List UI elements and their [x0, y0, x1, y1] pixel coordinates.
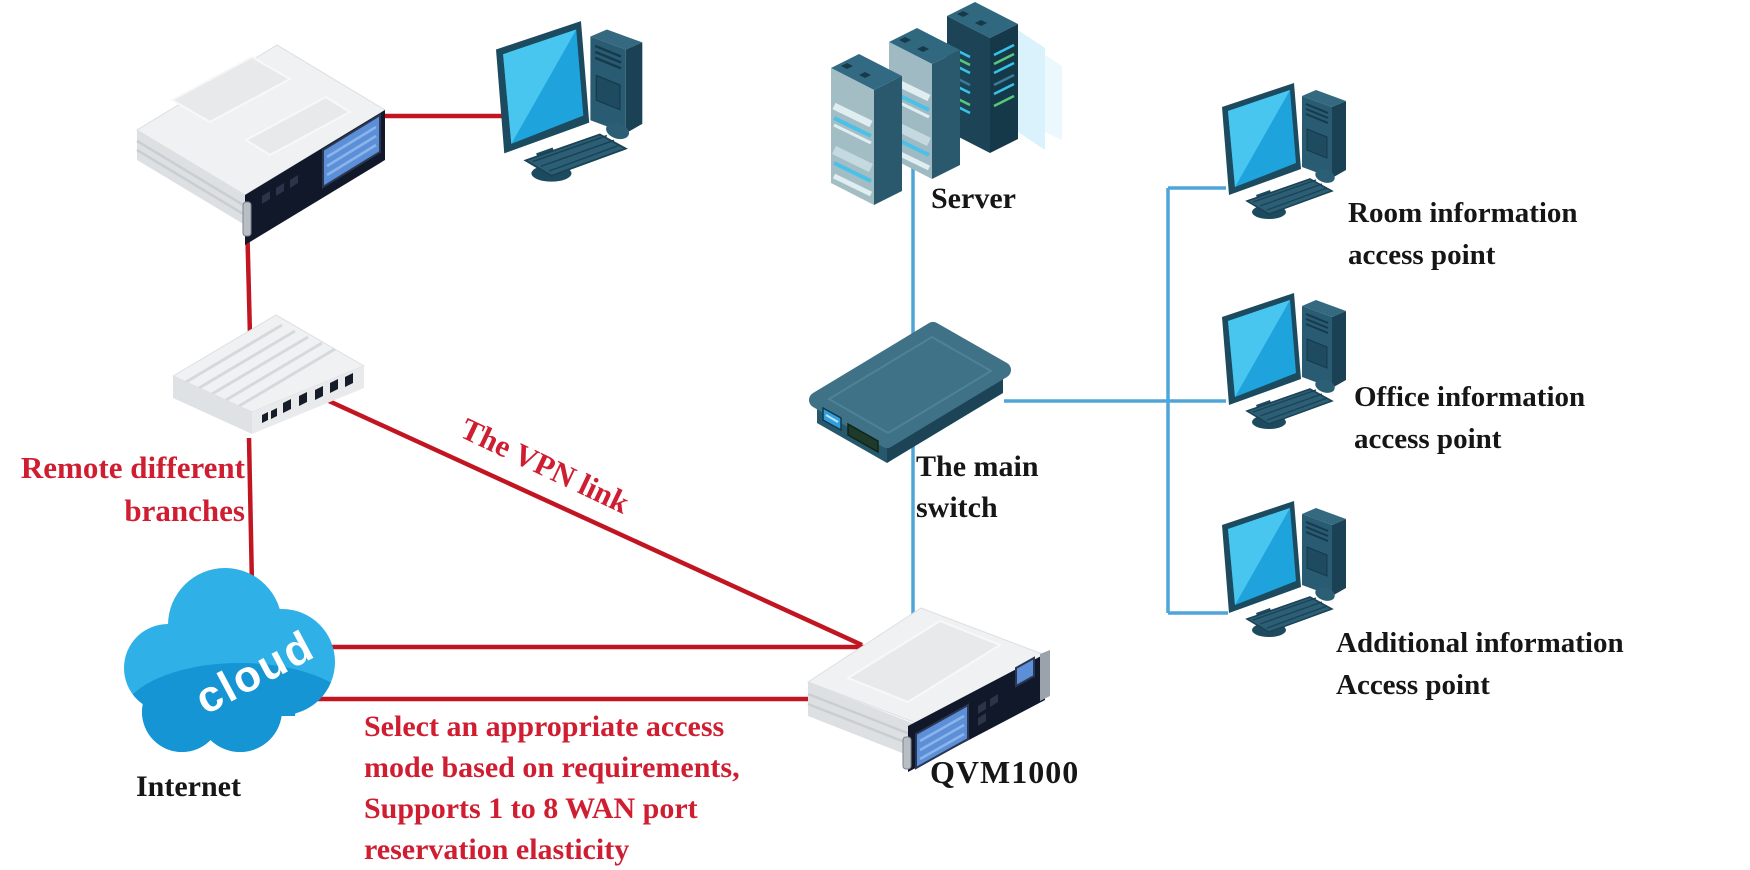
blue-links: [911, 167, 1228, 616]
wan-note-label: Select an appropriate access mode based …: [364, 710, 740, 866]
qvm1000-device: [806, 607, 1050, 772]
additional-ap-label: Additional information Access point: [1336, 627, 1624, 701]
office-ap-computer: [1221, 292, 1347, 430]
branch-switch-device: [171, 314, 366, 434]
vpn-link-line: [317, 393, 863, 648]
link-switch-cloud: [246, 437, 255, 587]
switch-port-strip: [847, 422, 879, 454]
qvm1000-label: QVM1000: [930, 754, 1080, 790]
branch-pc-computer: [494, 20, 644, 183]
main-switch-device: [809, 322, 1011, 463]
room-ap-label: Room information access point: [1348, 197, 1578, 271]
additional-ap-computer: [1221, 500, 1347, 638]
internet-label: Internet: [136, 770, 241, 803]
office-ap-label: Office information access point: [1354, 381, 1586, 455]
remote-branches-label: Remote different branches: [20, 450, 245, 528]
server-racks: [831, 2, 1062, 205]
server-label: Server: [931, 182, 1016, 215]
server-cabinet-front: [831, 54, 902, 205]
qvm-port-blue: [1015, 656, 1035, 688]
branch-router-device: [136, 44, 386, 245]
red-links: [244, 113, 864, 702]
main-switch-label: The main switch: [916, 450, 1039, 524]
room-ap-computer: [1221, 82, 1347, 220]
